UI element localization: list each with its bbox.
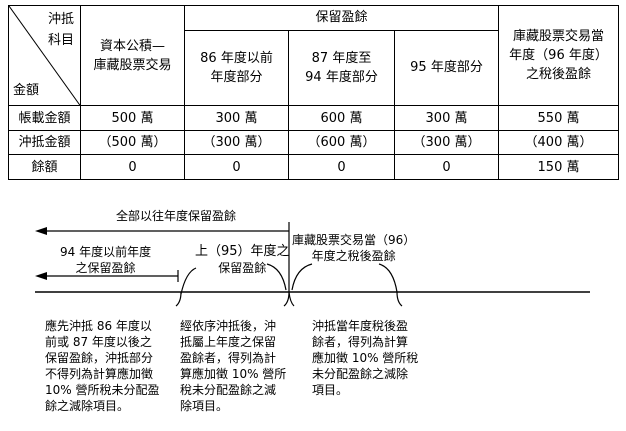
pre94-arrowhead (35, 272, 47, 280)
prev95-label-line1: 上（95）年度之 (195, 244, 290, 259)
arc-mid-right (291, 263, 313, 291)
bracket-right (396, 291, 403, 307)
header-pre86: 86 年度以前 年度部分 (184, 29, 289, 107)
table-cell: 500 萬 (80, 105, 185, 131)
header-retained-earnings: 保留盈餘 (183, 5, 500, 31)
header-pre86-line1: 86 年度以前 (200, 50, 273, 66)
note-line: 10% 營所稅未分配盈 (45, 383, 160, 397)
offset-table: 沖抵 科目 金額 資本公積— 庫藏股票交易 保留盈餘 庫藏股票交易當 年度（96… (8, 4, 620, 180)
corner-top-label: 沖抵 (47, 12, 74, 27)
note-line: 未分配盈餘之減除 (312, 367, 409, 381)
note-line: 餘者，得列為計算 (312, 335, 409, 349)
bracket-mid (283, 291, 290, 307)
row-label: 沖抵金額 (8, 129, 81, 156)
current-year-label-line2: 年度之稅後盈餘 (311, 249, 396, 263)
note-line: 稅未分配盈餘之減 (180, 383, 277, 397)
header-capital-surplus-line1: 資本公積— (99, 38, 165, 54)
prev95-label: 上（95）年度之 保留盈餘 (195, 244, 290, 276)
current-year-label: 庫藏股票交易當（96） 年度之稅後盈餘 (292, 232, 415, 264)
note-right: 沖抵當年度稅後盈 餘者，得列為計算 應加徵 10% 營所稅 未分配盈餘之減除 項… (312, 318, 432, 398)
note-line: 應加徵 10% 營所稅 (312, 351, 419, 365)
note-middle: 經依序沖抵後，沖 抵屬上年度之保留 盈餘者，得列為計 算應加徵 10% 營所 稅… (180, 318, 300, 414)
table-cell: 0 (80, 154, 185, 180)
note-line: 餘之減除項目。 (45, 399, 130, 413)
corner-header: 沖抵 科目 金額 (8, 4, 81, 107)
all-prior-arrowhead (35, 227, 47, 235)
table-row: 餘額 0 0 0 0 150 萬 (8, 154, 620, 180)
header-current-year-earnings: 庫藏股票交易當 年度（96 年度） 之稅後盈餘 (498, 4, 620, 107)
note-line: 不得列為計算應加徵 (45, 367, 154, 381)
row-label: 帳載金額 (8, 105, 81, 131)
table-cell: 300 萬 (393, 105, 500, 131)
bracket-mid2 (288, 291, 295, 307)
table-cell: 0 (393, 154, 500, 180)
pre94-label-line2: 之保留盈餘 (75, 261, 136, 275)
header-row-1: 沖抵 科目 金額 資本公積— 庫藏股票交易 保留盈餘 庫藏股票交易當 年度（96… (8, 4, 620, 107)
table-cell: （400 萬） (498, 129, 620, 156)
table-cell: 150 萬 (498, 154, 620, 180)
note-line: 項目。 (312, 383, 349, 397)
note-line: 沖抵當年度稅後盈 (312, 319, 409, 333)
header-95: 95 年度部分 (393, 29, 500, 107)
header-87-94-line2: 94 年度部分 (305, 69, 378, 85)
row-label: 餘額 (8, 154, 81, 180)
header-capital-surplus-line2: 庫藏股票交易 (93, 57, 172, 73)
table-cell: 300 萬 (184, 105, 289, 131)
table-row: 沖抵金額 （500 萬） （300 萬） （600 萬） （300 萬） （40… (8, 129, 620, 156)
table-cell: 550 萬 (498, 105, 620, 131)
note-line: 前或 87 年度以後之 (45, 335, 152, 349)
all-prior-label: 全部以往年度保留盈餘 (116, 209, 237, 223)
table-cell: （300 萬） (393, 129, 500, 156)
note-line: 應先沖抵 86 年度以 (45, 319, 152, 333)
header-current-line2: 年度（96 年度） (509, 48, 608, 64)
note-line: 經依序沖抵後，沖 (180, 319, 277, 333)
bracket-left (175, 291, 182, 307)
note-line: 保留盈餘，沖抵部分 (45, 351, 154, 365)
header-87-94: 87 年度至 94 年度部分 (288, 29, 395, 107)
arc-left (180, 267, 197, 295)
pre94-label-line1: 94 年度以前年度 (60, 245, 152, 259)
table-cell: 0 (288, 154, 395, 180)
header-row-2: 86 年度以前 年度部分 87 年度至 94 年度部分 95 年度部分 (9, 29, 619, 107)
header-pre86-line2: 年度部分 (210, 69, 263, 85)
header-current-line1: 庫藏股票交易當 (513, 29, 605, 45)
header-capital-surplus: 資本公積— 庫藏股票交易 (80, 4, 185, 107)
arc-right (378, 263, 398, 293)
note-line: 盈餘者，得列為計 (180, 351, 277, 365)
current-year-label-line1: 庫藏股票交易當（96） (292, 233, 416, 247)
corner-bottom-label: 金額 (13, 83, 40, 99)
note-left: 應先沖抵 86 年度以 前或 87 年度以後之 保留盈餘，沖抵部分 不得列為計算… (45, 318, 175, 414)
corner-middle-label: 科目 (47, 33, 74, 48)
note-line: 抵屬上年度之保留 (180, 335, 277, 349)
arc-mid-left (266, 263, 287, 291)
table-cell: 600 萬 (288, 105, 395, 131)
note-line: 除項目。 (180, 399, 229, 413)
header-87-94-line1: 87 年度至 (311, 50, 372, 66)
table-row: 帳載金額 500 萬 300 萬 600 萬 300 萬 550 萬 (8, 105, 620, 131)
header-current-line3: 之稅後盈餘 (526, 67, 592, 83)
note-line: 算應加徵 10% 營所 (180, 367, 287, 381)
pre94-label: 94 年度以前年度 之保留盈餘 (60, 244, 151, 276)
prev95-label-line2: 保留盈餘 (218, 261, 267, 275)
diagonal-line (9, 6, 80, 106)
